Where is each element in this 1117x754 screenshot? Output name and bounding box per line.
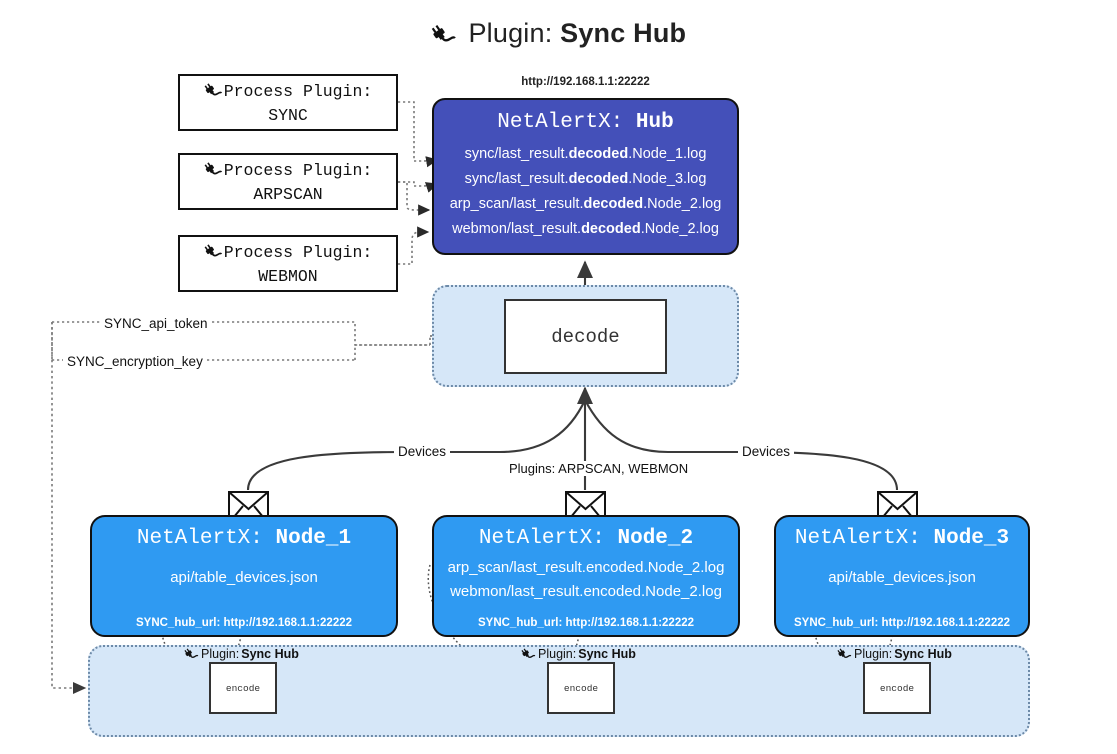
hub-title-name: Hub xyxy=(635,111,674,134)
page-title: Plugin: Sync Hub xyxy=(0,18,1117,52)
node-2[interactable]: NetAlertX: Node_2 arp_scan/last_result.e… xyxy=(432,515,740,637)
plug-icon xyxy=(204,79,223,104)
hub-node[interactable]: NetAlertX: Hub sync/last_result.decoded.… xyxy=(432,98,739,255)
process-plugin-label: Process Plugin: xyxy=(223,161,373,181)
node-3[interactable]: NetAlertX: Node_3 api/table_devices.json… xyxy=(774,515,1030,637)
plugin-name: Sync Hub xyxy=(241,647,299,661)
hub-log-row: webmon/last_result.decoded.Node_2.log xyxy=(452,221,719,237)
sync-api-token-label: SYNC_api_token xyxy=(100,316,212,331)
encode-plugin-label-3: Plugin: Sync Hub xyxy=(837,645,952,663)
node-title: NetAlertX: Node_1 xyxy=(136,527,352,550)
node-resource: api/table_devices.json xyxy=(828,569,976,586)
process-plugin-name: WEBMON xyxy=(258,266,318,286)
process-plugin-label: Process Plugin: xyxy=(223,82,373,102)
node-hub-url: SYNC_hub_url: http://192.168.1.1:22222 xyxy=(135,617,353,629)
plug-icon xyxy=(204,158,223,183)
plug-icon xyxy=(521,645,536,663)
hub-log-row: arp_scan/last_result.decoded.Node_2.log xyxy=(449,196,722,212)
devices-label-left: Devices xyxy=(394,444,451,459)
process-plugin-arpscan[interactable]: Process Plugin: ARPSCAN xyxy=(178,153,398,210)
plug-icon xyxy=(837,645,852,663)
encode-box-1[interactable]: encode xyxy=(209,662,277,714)
hub-title: NetAlertX: Hub xyxy=(434,111,737,134)
node-title: NetAlertX: Node_3 xyxy=(794,527,1010,550)
node-resource-list: api/table_devices.json xyxy=(776,566,1028,590)
node-resource: api/table_devices.json xyxy=(170,569,318,586)
node-hub-url: SYNC_hub_url: http://192.168.1.1:22222 xyxy=(793,617,1011,629)
process-plugin-label: Process Plugin: xyxy=(223,243,373,263)
node-hub-url: SYNC_hub_url: http://192.168.1.1:22222 xyxy=(477,617,695,629)
hub-url: http://192.168.1.1:22222 xyxy=(521,76,650,88)
plugin-name: Sync Hub xyxy=(894,647,952,661)
node-title: NetAlertX: Node_2 xyxy=(478,527,694,550)
plugin-prefix: Plugin: xyxy=(538,647,577,661)
devices-label-right: Devices xyxy=(738,444,795,459)
plugins-label: Plugins: ARPSCAN, WEBMON xyxy=(505,461,693,476)
hub-log-row: sync/last_result.decoded.Node_1.log xyxy=(464,146,707,162)
plugin-prefix: Plugin: xyxy=(854,647,893,661)
process-plugin-webmon[interactable]: Process Plugin: WEBMON xyxy=(178,235,398,292)
node-resource-list: arp_scan/last_result.encoded.Node_2.log … xyxy=(434,556,738,604)
plug-icon xyxy=(204,240,223,265)
node-1[interactable]: NetAlertX: Node_1 api/table_devices.json… xyxy=(90,515,398,637)
process-plugin-name: SYNC xyxy=(268,105,308,125)
node-resource: webmon/last_result.encoded.Node_2.log xyxy=(450,583,722,600)
encode-plugin-label-2: Plugin: Sync Hub xyxy=(521,645,636,663)
encode-box-2[interactable]: encode xyxy=(547,662,615,714)
encode-box-3[interactable]: encode xyxy=(863,662,931,714)
plugin-prefix: Plugin: xyxy=(201,647,240,661)
sync-encryption-key-label: SYNC_encryption_key xyxy=(63,354,207,369)
node-resource: arp_scan/last_result.encoded.Node_2.log xyxy=(447,559,725,576)
node-resource-list: api/table_devices.json xyxy=(92,566,396,590)
title-prefix: Plugin: xyxy=(468,18,553,48)
hub-title-prefix: NetAlertX: xyxy=(497,111,624,134)
plugin-name: Sync Hub xyxy=(578,647,636,661)
title-name: Sync Hub xyxy=(560,18,687,48)
hub-log-row: sync/last_result.decoded.Node_3.log xyxy=(464,171,707,187)
encode-plugin-label-1: Plugin: Sync Hub xyxy=(184,645,299,663)
process-plugin-name: ARPSCAN xyxy=(253,184,323,204)
decode-box[interactable]: decode xyxy=(504,299,667,374)
plug-icon xyxy=(431,19,457,52)
process-plugin-sync[interactable]: Process Plugin: SYNC xyxy=(178,74,398,131)
plug-icon xyxy=(184,645,199,663)
hub-log-list: sync/last_result.decoded.Node_1.log sync… xyxy=(434,142,737,242)
